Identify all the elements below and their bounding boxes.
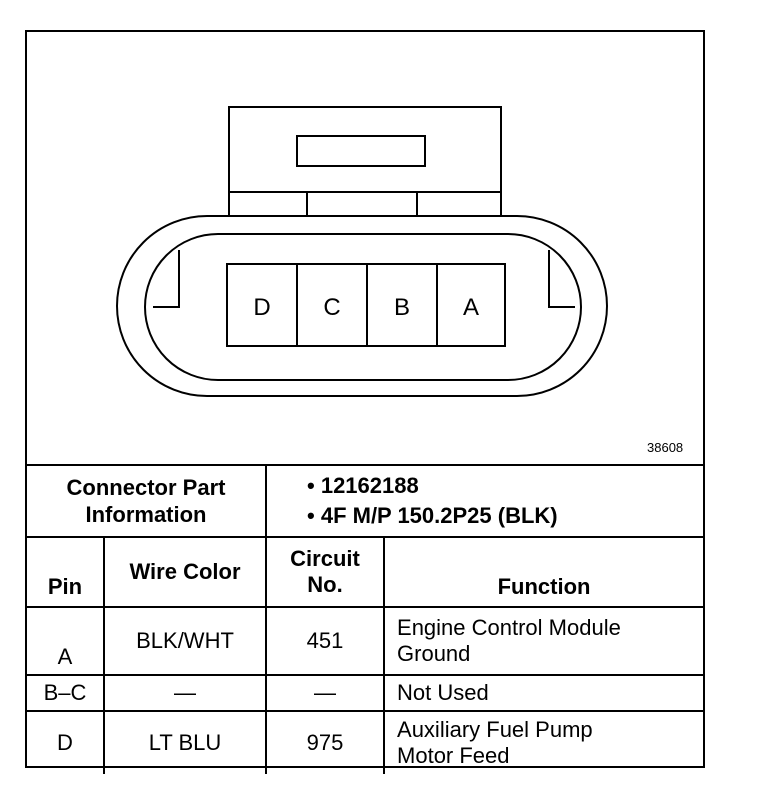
pin-cavities: D C B A [226, 263, 506, 347]
key-right [548, 250, 575, 308]
cell-pin: D [27, 710, 105, 774]
header-wire-color: Wire Color [102, 536, 268, 608]
cell-wire-color: LT BLU [102, 710, 268, 774]
table-header-row: Pin Wire Color Circuit No. Function [27, 536, 704, 608]
header-circuit-line2: No. [307, 572, 343, 597]
function-line1: Auxiliary Fuel Pump [397, 717, 593, 742]
cell-function: Engine Control Module Ground [383, 606, 704, 676]
function-line1: Engine Control Module [397, 615, 621, 640]
table-row: A BLK/WHT 451 Engine Control Module Grou… [27, 606, 704, 676]
cell-pin: A [27, 606, 105, 676]
pin-label-c: C [323, 294, 340, 321]
pin-cavity-d [226, 263, 298, 347]
part-number: • 4F M/P 150.2P25 (BLK) [307, 503, 558, 528]
table-row: D LT BLU 975 Auxiliary Fuel Pump Motor F… [27, 710, 704, 774]
connector-frame: D C B A 38608 Connector Part Information… [25, 30, 705, 774]
pin-cavity-a [436, 263, 506, 347]
part-number: • 12162188 [307, 473, 419, 498]
table-row: B–C — — Not Used [27, 674, 704, 712]
connector-diagram: D C B A [116, 106, 608, 397]
header-circuit-line1: Circuit [290, 546, 360, 571]
cell-function: Auxiliary Fuel Pump Motor Feed [383, 710, 704, 774]
function-line2: Ground [397, 641, 471, 666]
connector-part-info-label-line1: Connector Part [66, 475, 226, 500]
cell-pin: B–C [27, 674, 105, 712]
pin-label-a: A [463, 294, 479, 321]
header-function: Function [383, 536, 704, 608]
connector-part-info-row: Connector Part Information • 12162188 • … [27, 464, 704, 538]
connector-part-numbers: • 12162188 • 4F M/P 150.2P25 (BLK) [265, 464, 704, 538]
latch-slot [296, 135, 426, 167]
key-left [153, 250, 180, 308]
pin-label-d: D [253, 294, 270, 321]
connector-table: Connector Part Information • 12162188 • … [27, 464, 704, 774]
pin-cavity-b [366, 263, 438, 347]
cell-function: Not Used [383, 674, 704, 712]
function-line2: Motor Feed [397, 743, 510, 768]
function-line1: Not Used [397, 680, 489, 705]
cell-wire-color: — [102, 674, 268, 712]
diagram-number: 38608 [647, 440, 684, 455]
connector-part-info-label-line2: Information [85, 502, 207, 527]
cell-circuit: 975 [265, 710, 386, 774]
cell-circuit: 451 [265, 606, 386, 676]
header-circuit-no: Circuit No. [265, 536, 386, 608]
pin-label-b: B [394, 294, 410, 321]
connector-part-info-label: Connector Part Information [27, 464, 268, 538]
cell-circuit: — [265, 674, 386, 712]
header-pin: Pin [27, 536, 105, 608]
cell-wire-color: BLK/WHT [102, 606, 268, 676]
